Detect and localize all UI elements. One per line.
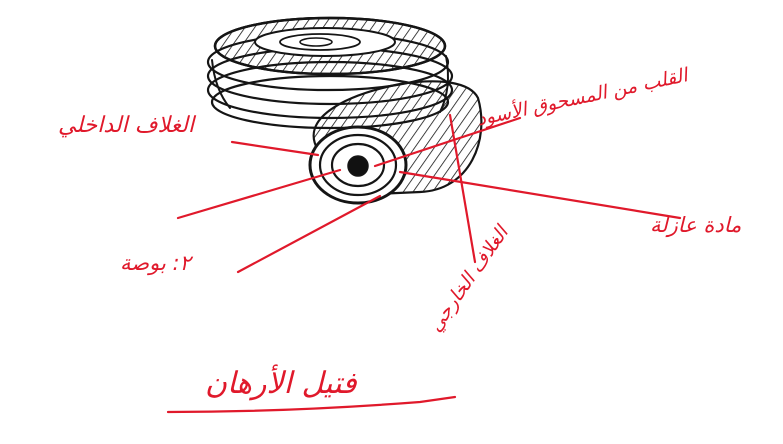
label-outer-sheath: الغلاف الخارجي (424, 220, 514, 336)
leader-insulating (400, 172, 680, 218)
leader-bottom-left-a (178, 170, 340, 218)
leader-bottom-left-b (238, 196, 380, 272)
label-core: القلب من المسحوق الأسود (475, 62, 692, 131)
label-insulating-material: مادة عازلة (650, 213, 741, 238)
diagram-title: فتيل الأرهان (205, 364, 357, 401)
label-inner-sheath: الغلاف الداخلي (58, 113, 197, 138)
leader-inner-sheath (232, 142, 318, 155)
coiled-fuse-illustration (208, 18, 481, 203)
label-bottom-left: ٢: بوصة (120, 251, 194, 276)
fuse-cross-section (310, 127, 406, 203)
